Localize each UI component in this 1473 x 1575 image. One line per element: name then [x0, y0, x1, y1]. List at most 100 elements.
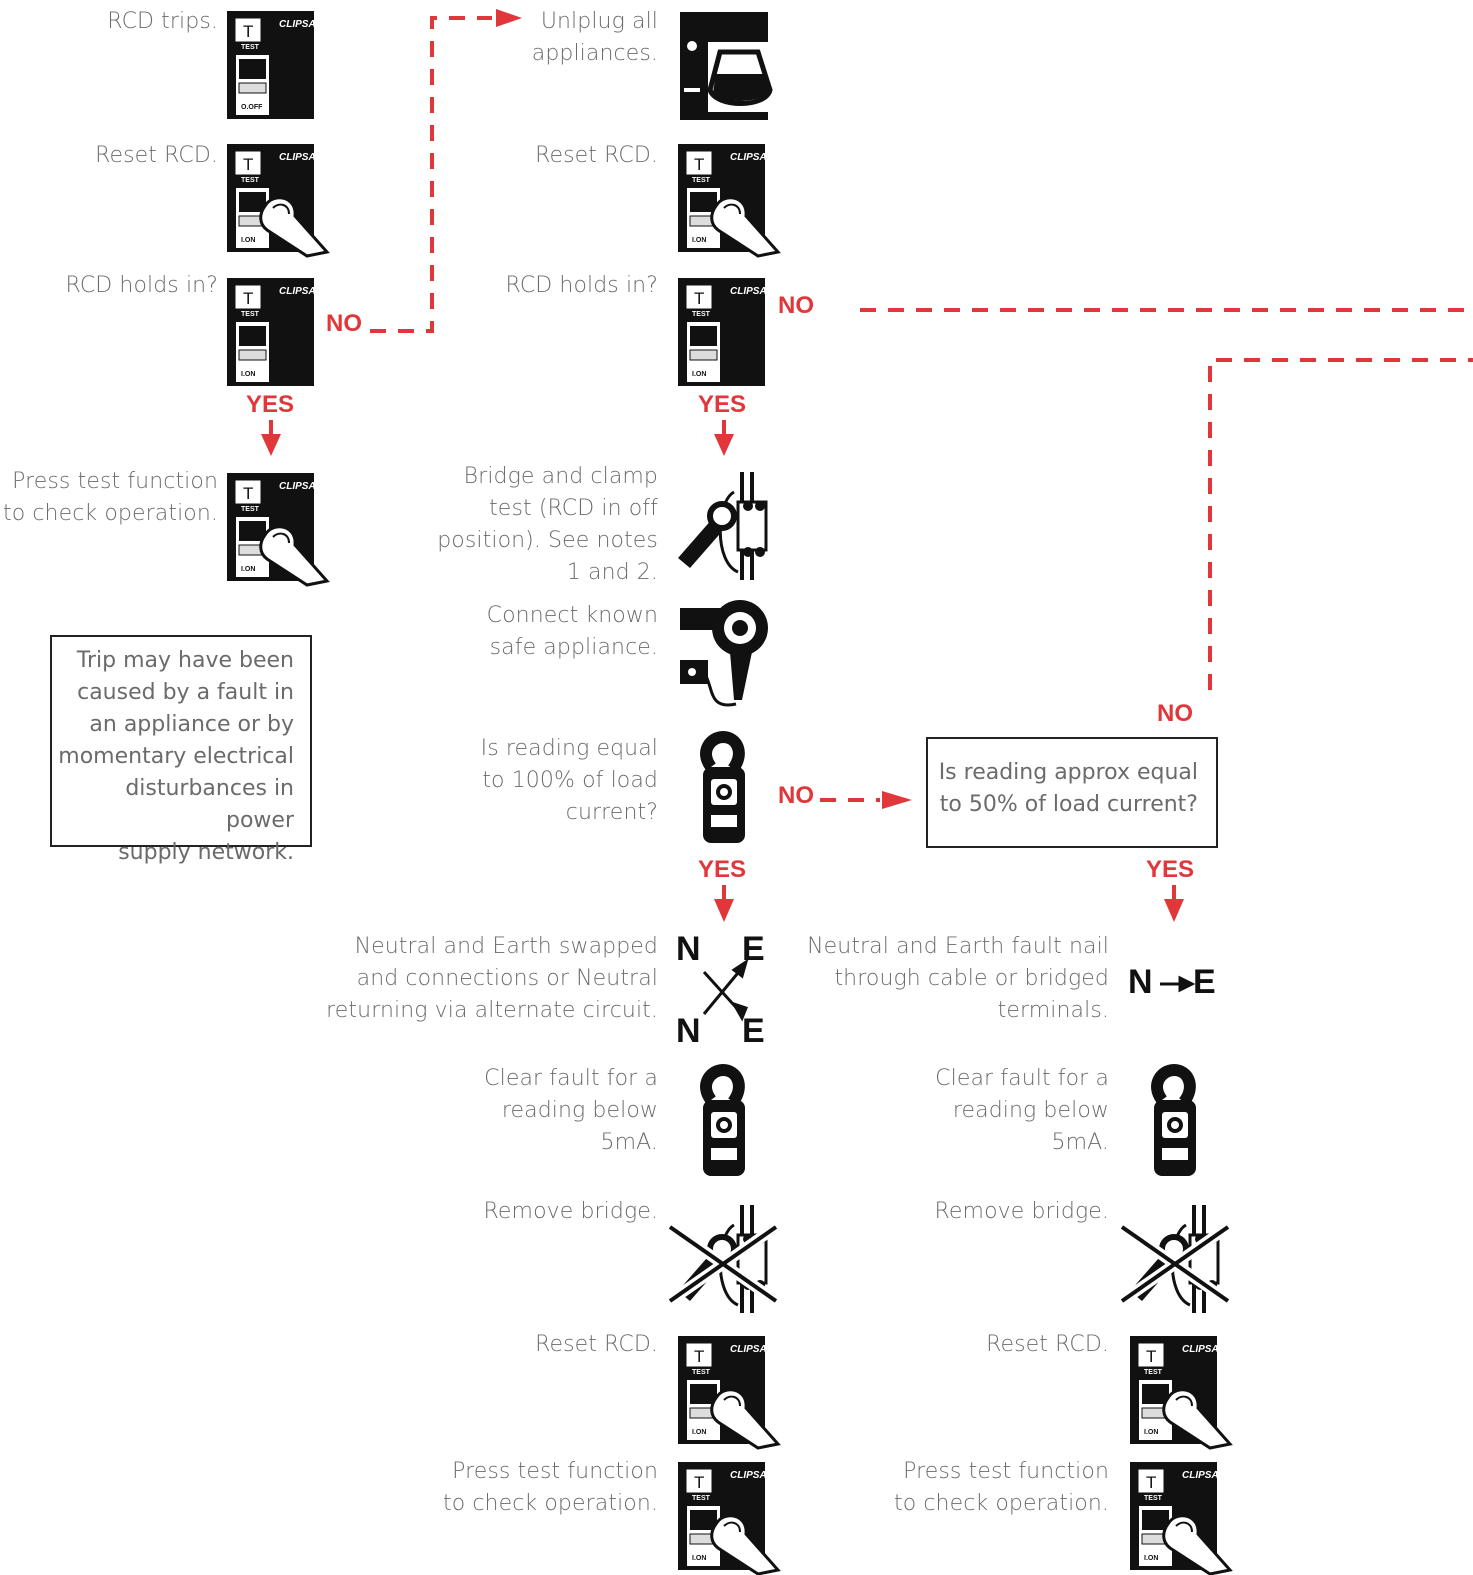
- rcd-icon-press-test-right: T TEST CLIPSAL I.ON: [1130, 1462, 1233, 1575]
- svg-text:TEST: TEST: [241, 506, 260, 513]
- rcd-icon-holds-left: T TEST CLIPSAL I.ON: [227, 278, 322, 386]
- label-no-reading: NO: [778, 782, 814, 809]
- svg-text:T: T: [1146, 1347, 1156, 1366]
- svg-text:T: T: [1146, 1473, 1156, 1492]
- svg-text:TEST: TEST: [241, 311, 260, 318]
- step-bridge-clamp: Bridge and clamp test (RCD in off positi…: [437, 464, 658, 585]
- svg-text:TEST: TEST: [692, 311, 711, 318]
- step-unplug: Unlplug all appliances.: [531, 9, 658, 66]
- connector-left-no-to-unplug: [370, 16, 492, 333]
- svg-text:CLIPSAL: CLIPSAL: [279, 286, 322, 297]
- icons-layer: T TEST CLIPSAL O.OFF T TEST CLIPSAL I.ON T TEST CL…: [227, 11, 1233, 1575]
- step-remove-bridge-middle: Remove bridge.: [483, 1199, 658, 1224]
- connectors: [370, 16, 1473, 802]
- label-yes-left: YES: [246, 391, 295, 418]
- step-reset-rcd: Reset RCD.: [95, 143, 218, 168]
- connector-right-no-up: [1208, 358, 1473, 690]
- step-rcd-trips: RCD trips.: [107, 9, 218, 34]
- svg-text:TEST: TEST: [1144, 1369, 1163, 1376]
- ne-e-top: E: [742, 930, 765, 968]
- bridge-clamp-icon: [678, 472, 768, 580]
- svg-text:T: T: [243, 155, 253, 174]
- svg-text:CLIPSAL: CLIPSAL: [279, 481, 322, 492]
- svg-text:CLIPSAL: CLIPSAL: [730, 152, 773, 163]
- svg-text:T: T: [694, 289, 704, 308]
- step-clear-fault-middle: Clear fault for a reading below 5mA.: [484, 1066, 658, 1155]
- step-reset-middle-2: Reset RCD.: [535, 1332, 658, 1357]
- hair-dryer-icon: [680, 600, 768, 707]
- step-clear-fault-right: Clear fault for a reading below 5mA.: [935, 1066, 1109, 1155]
- ne-n-top: N: [676, 930, 701, 968]
- step-rcd-holds-in: RCD holds in?: [65, 273, 218, 298]
- svg-text:I.ON: I.ON: [241, 237, 255, 244]
- arrow-heads: [261, 9, 1184, 922]
- label-yes-reading: YES: [698, 856, 747, 883]
- svg-text:CLIPSAL: CLIPSAL: [730, 1470, 773, 1481]
- remove-bridge-icon-middle: [666, 1205, 780, 1313]
- label-no-right: NO: [1157, 700, 1193, 727]
- svg-text:I.ON: I.ON: [692, 237, 706, 244]
- rcd-icon-press-test-middle: T TEST CLIPSAL I.ON: [678, 1462, 781, 1575]
- svg-text:I.ON: I.ON: [1144, 1555, 1158, 1562]
- svg-text:I.ON: I.ON: [692, 1555, 706, 1562]
- svg-text:TEST: TEST: [692, 1495, 711, 1502]
- svg-text:TEST: TEST: [1144, 1495, 1163, 1502]
- ne-n-bottom: N: [676, 1012, 701, 1050]
- rcd-icon-reset-left: T TEST CLIPSAL I.ON: [227, 144, 330, 258]
- ne-fault-arrow: [1160, 975, 1196, 993]
- arrowhead-middle-yes: [714, 434, 734, 456]
- label-no-middle: NO: [778, 292, 814, 319]
- svg-text:I.ON: I.ON: [241, 371, 255, 378]
- svg-text:CLIPSAL: CLIPSAL: [279, 152, 322, 163]
- step-holds-middle: RCD holds in?: [505, 273, 658, 298]
- arrowhead-reading50: [882, 791, 912, 809]
- label-yes-right: YES: [1146, 856, 1195, 883]
- svg-text:TEST: TEST: [241, 177, 260, 184]
- svg-text:CLIPSAL: CLIPSAL: [1182, 1470, 1225, 1481]
- rcd-icon-trips: T TEST CLIPSAL O.OFF: [227, 11, 322, 119]
- svg-text:CLIPSAL: CLIPSAL: [279, 19, 322, 30]
- svg-text:T: T: [243, 289, 253, 308]
- clamp-meter-icon-clear-middle: [700, 1063, 745, 1176]
- arrowhead-middle-yes2: [714, 899, 734, 922]
- svg-text:TEST: TEST: [692, 1369, 711, 1376]
- svg-text:TEST: TEST: [692, 177, 711, 184]
- clamp-meter-icon-reading: [700, 730, 745, 843]
- svg-text:T: T: [243, 484, 253, 503]
- step-press-test-middle: Press test function to check operation.: [442, 1459, 658, 1516]
- ne-e-bottom: E: [742, 1012, 765, 1050]
- arrow-stems: [269, 420, 1176, 901]
- svg-text:CLIPSAL: CLIPSAL: [730, 286, 773, 297]
- ne-fault-e: E: [1193, 963, 1216, 1001]
- step-remove-bridge-right: Remove bridge.: [934, 1199, 1109, 1224]
- svg-text:T: T: [694, 1473, 704, 1492]
- svg-text:I.ON: I.ON: [1144, 1429, 1158, 1436]
- step-fault-nail: Neutral and Earth fault nail through cab…: [807, 934, 1109, 1023]
- rcd-icon-reset-right: T TEST CLIPSAL I.ON: [1130, 1336, 1233, 1450]
- svg-text:CLIPSAL: CLIPSAL: [730, 1344, 773, 1355]
- svg-text:CLIPSAL: CLIPSAL: [1182, 1344, 1225, 1355]
- step-reset-rcd-middle: Reset RCD.: [535, 143, 658, 168]
- rcd-icon-holds-middle: T TEST CLIPSAL I.ON: [678, 278, 773, 386]
- label-no-left: NO: [326, 310, 362, 337]
- ne-fault-n: N: [1128, 963, 1153, 1001]
- rcd-icon-press-test-left: T TEST CLIPSAL I.ON: [227, 473, 330, 587]
- svg-text:TEST: TEST: [241, 44, 260, 51]
- svg-text:T: T: [243, 22, 253, 41]
- svg-text:T: T: [694, 155, 704, 174]
- svg-text:I.ON: I.ON: [692, 1429, 706, 1436]
- svg-text:I.ON: I.ON: [692, 371, 706, 378]
- svg-text:O.OFF: O.OFF: [241, 104, 263, 111]
- step-connect-appliance: Connect known safe appliance.: [486, 603, 658, 660]
- rcd-icon-reset-middle: T TEST CLIPSAL I.ON: [678, 144, 781, 258]
- svg-text:I.ON: I.ON: [241, 566, 255, 573]
- coffee-maker-icon: [680, 12, 773, 120]
- note-box: Trip may have been caused by a fault in …: [50, 635, 312, 865]
- arrowhead-left-yes: [261, 434, 281, 456]
- step-neutral-earth-swapped: Neutral and Earth swapped and connection…: [326, 934, 658, 1023]
- arrowhead-unplug: [496, 9, 522, 27]
- step-reset-right: Reset RCD.: [986, 1332, 1109, 1357]
- ne-swap-cross: [702, 958, 749, 1022]
